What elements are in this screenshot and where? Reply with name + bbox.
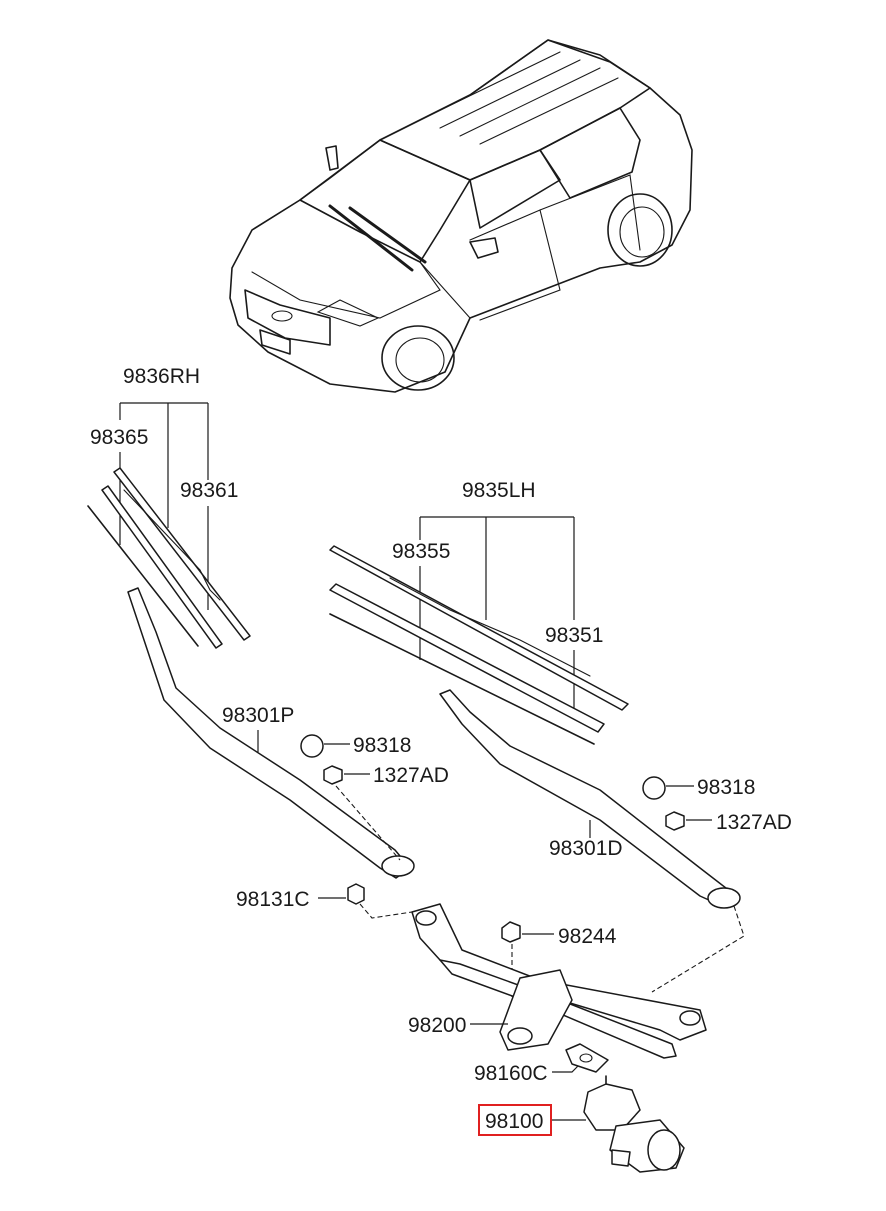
bracket <box>565 1043 609 1073</box>
right-nut <box>665 811 685 831</box>
driver-arm-group: 98301D <box>439 689 741 909</box>
rh-blade-frame <box>123 489 221 601</box>
driver-arm-dash <box>651 905 745 993</box>
motor-group: 98100 <box>478 1075 685 1173</box>
left-cap-nut-group: 98318 1327AD <box>300 734 449 861</box>
lh-blade-group: 9835LH 98355 98351 <box>329 479 629 745</box>
rh-blade-strip <box>101 485 223 649</box>
label-rh-blade: 98361 <box>180 479 238 502</box>
left-cap <box>300 734 324 758</box>
label-nut-linkage: 98244 <box>558 925 617 948</box>
label-rh-refill: 98365 <box>90 426 148 449</box>
label-lh-set: 9835LH <box>462 479 536 502</box>
linkage-pivot-right <box>679 1010 701 1026</box>
label-bracket: 98160C <box>474 1062 548 1085</box>
label-nut-right: 1327AD <box>716 811 792 834</box>
lh-blade-strip <box>329 583 605 733</box>
motor-gearbox <box>583 1083 641 1131</box>
label-lh-blade: 98351 <box>545 624 603 647</box>
left-nut <box>323 765 343 785</box>
label-arm-passenger: 98301P <box>222 704 294 727</box>
bracket-group: 98160C <box>474 1043 609 1085</box>
passenger-arm-hub <box>381 855 415 877</box>
bracket-hole <box>579 1053 593 1063</box>
label-bolt-linkage: 98131C <box>236 888 310 911</box>
motor-highlight-box <box>478 1104 552 1136</box>
label-linkage: 98200 <box>408 1014 466 1037</box>
linkage-group: 98131C 98244 98200 <box>236 883 745 1059</box>
right-cap <box>642 776 666 800</box>
label-rh-set: 9836RH <box>123 365 200 388</box>
left-nut-dash <box>335 785 401 861</box>
vehicle-illustration <box>229 39 693 393</box>
mount-hole <box>507 1027 533 1045</box>
passenger-arm-group: 98301P <box>127 587 415 879</box>
rh-set-leader <box>119 402 209 528</box>
rh-blade <box>113 467 251 641</box>
bolt-dash <box>359 903 413 919</box>
label-lh-refill: 98355 <box>392 540 450 563</box>
passenger-arm <box>127 587 411 879</box>
rh-blade-group: 9836RH 98365 98361 <box>87 365 251 649</box>
right-cap-nut-group: 98318 1327AD <box>642 776 792 834</box>
label-nut-left: 1327AD <box>373 764 449 787</box>
linkage-pivot-left <box>415 910 437 926</box>
lh-blade-frame <box>389 577 591 677</box>
label-cap-right: 98318 <box>697 776 755 799</box>
lh-blade <box>329 545 629 711</box>
driver-arm-hub <box>707 887 741 909</box>
label-motor: 98100 <box>485 1110 543 1133</box>
lh-refill-strip <box>329 613 595 745</box>
linkage-nut <box>501 921 521 943</box>
label-cap-left: 98318 <box>353 734 411 757</box>
linkage-bolt <box>347 883 365 905</box>
motor-connector <box>611 1149 631 1167</box>
rh-refill-strip <box>87 505 199 647</box>
bracket-leader <box>552 1065 579 1073</box>
label-arm-driver: 98301D <box>549 837 623 860</box>
lh-set-leader <box>419 516 575 620</box>
motor-endcap <box>647 1129 681 1171</box>
